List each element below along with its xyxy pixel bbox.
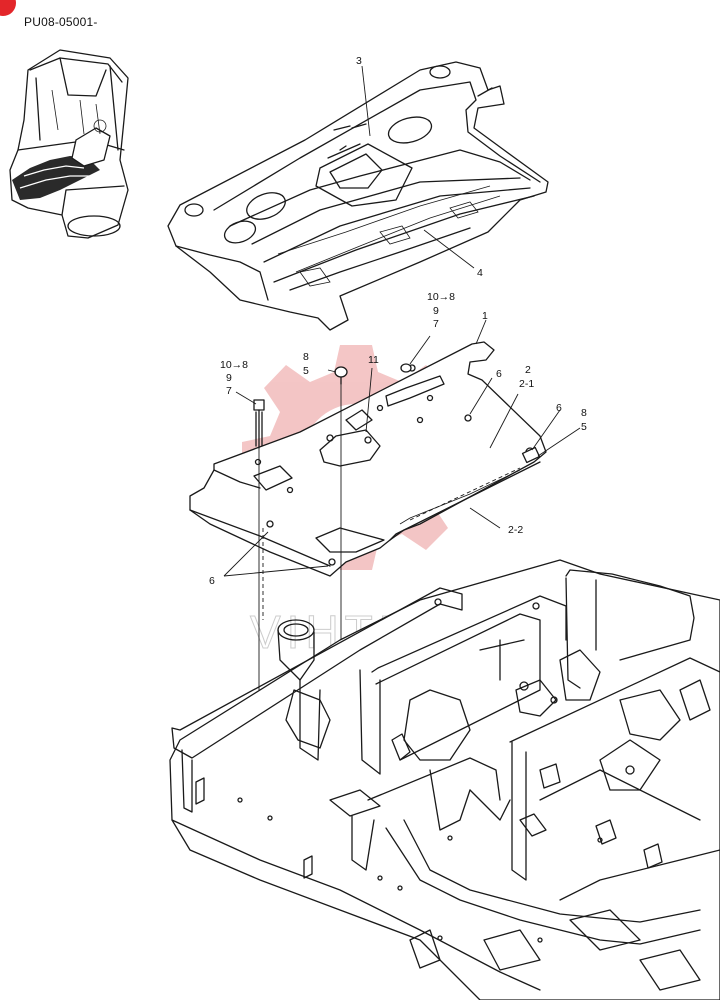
bolt-left (253, 399, 265, 449)
nut-top-right (400, 363, 412, 373)
callout-9-left: 9 (226, 372, 232, 384)
callout-2: 2 (525, 364, 531, 376)
callout-10-8-left: 10→8 (220, 359, 248, 371)
leader-lines (223, 65, 581, 577)
callout-9-top: 9 (433, 305, 439, 317)
callout-7-top: 7 (433, 318, 439, 330)
callout-11: 11 (368, 354, 379, 366)
callout-6-left: 6 (209, 575, 215, 587)
callout-labels: 3 4 1 10→8 9 7 10→8 9 7 8 5 11 6 2 2-1 6… (209, 55, 587, 587)
serial-range-label: PU08-05001- (24, 15, 98, 29)
callout-5-center: 5 (303, 365, 309, 377)
callout-6-right-a: 6 (496, 368, 502, 380)
callout-7-left: 7 (226, 385, 232, 397)
machine-thumbnail (9, 49, 129, 239)
callout-1: 1 (482, 310, 488, 322)
callout-2-2: 2-2 (508, 524, 523, 536)
callout-4: 4 (477, 267, 483, 279)
callout-3: 3 (356, 55, 362, 67)
callout-5-right: 5 (581, 421, 587, 433)
callout-2-1: 2-1 (519, 378, 534, 390)
main-frame (169, 559, 720, 1000)
top-cover-part (167, 61, 549, 331)
callout-8-center: 8 (303, 351, 309, 363)
nut-center (334, 366, 348, 385)
callout-10-8-top: 10→8 (427, 291, 455, 303)
corner-marker (0, 0, 16, 16)
callout-8-right: 8 (581, 407, 587, 419)
callout-6-right-b: 6 (556, 402, 562, 414)
